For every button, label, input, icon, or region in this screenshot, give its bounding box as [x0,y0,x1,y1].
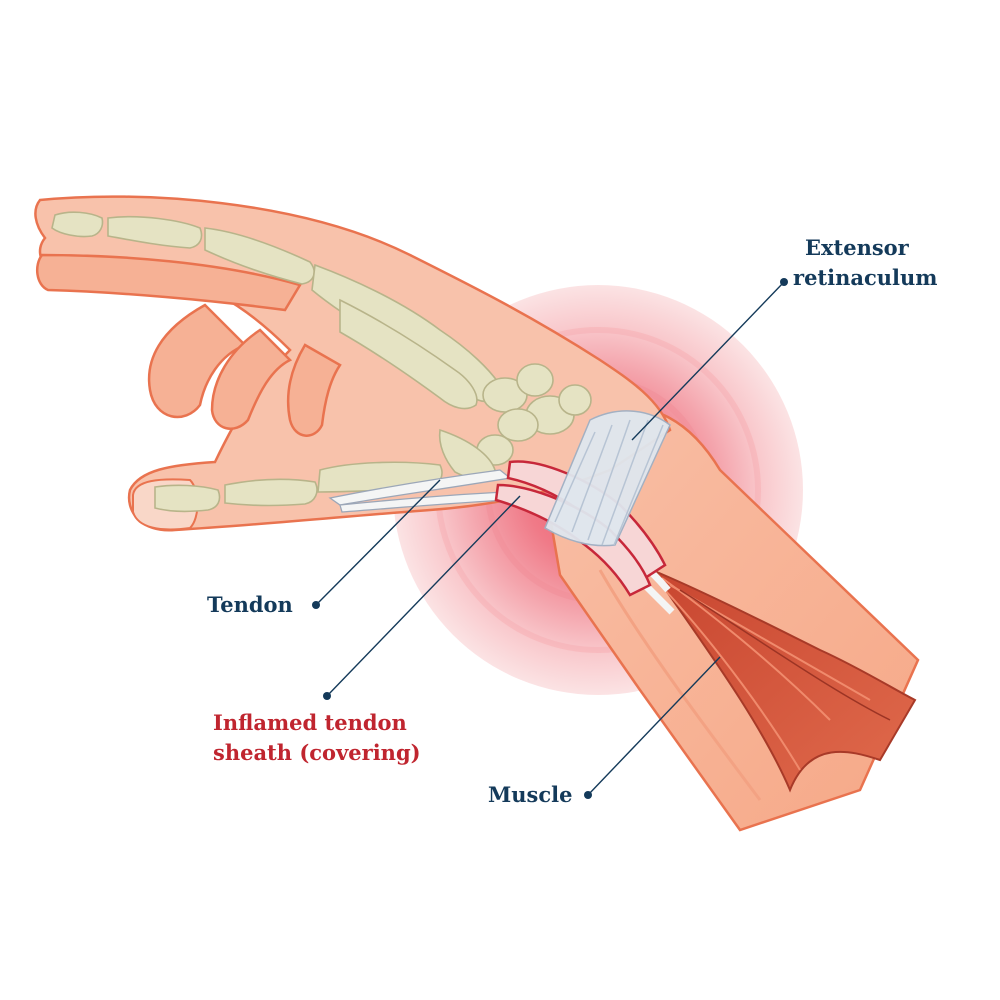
muscle [649,567,917,793]
hand-bones [51,211,592,513]
muscle-leader [587,656,721,796]
label-inflamed-line2: sheath (covering) [213,740,421,765]
inflamed-leader-dot [323,692,331,700]
extensor-retinaculum [544,410,671,547]
tendon-leader [315,479,441,606]
leader-lines [312,278,788,799]
label-extensor-line2: retinaculum [793,265,938,290]
label-extensor-line1: Extensor [805,235,910,260]
extensor-leader-dot [780,278,788,286]
label-tendon: Tendon [207,592,293,617]
extensor-leader [631,281,785,441]
muscle-leader-dot [584,791,592,799]
label-muscle: Muscle [488,782,572,807]
tendon-leader-dot [312,601,320,609]
tendon [328,469,675,615]
inflamed-leader [326,495,521,697]
label-inflamed-line1: Inflamed tendon [213,710,407,735]
